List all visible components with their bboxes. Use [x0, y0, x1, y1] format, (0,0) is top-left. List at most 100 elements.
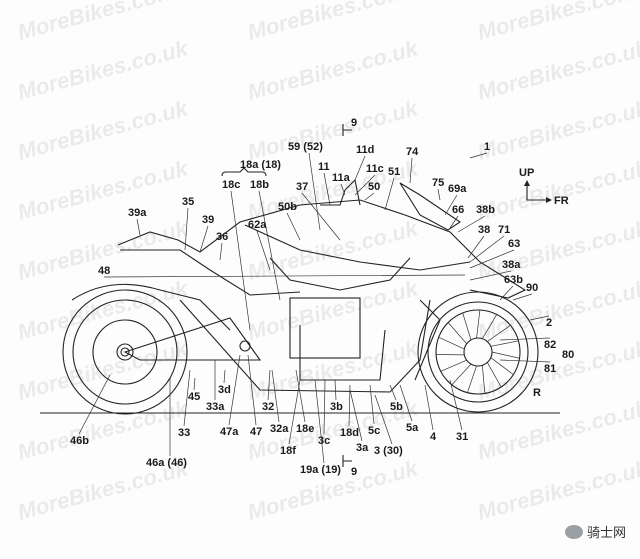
leader-line	[184, 207, 189, 251]
reference-label: 33	[178, 427, 190, 439]
spoke	[440, 359, 467, 372]
leader-line	[444, 194, 458, 216]
reference-label: 38a	[502, 259, 521, 271]
wechat-icon	[564, 524, 583, 539]
leader-line	[384, 177, 395, 211]
reference-label: 18b	[250, 179, 269, 191]
spoke	[481, 365, 486, 394]
leader-line	[469, 152, 488, 159]
reference-label: 4	[430, 431, 437, 443]
watermark: MoreBikes.co.uk	[15, 155, 192, 225]
watermark: MoreBikes.co.uk	[475, 35, 640, 105]
watermark: MoreBikes.co.uk	[245, 335, 422, 405]
leader-line	[301, 192, 341, 241]
leader-line	[449, 379, 463, 431]
reference-label: 3d	[218, 384, 231, 396]
reference-label: 63b	[504, 274, 523, 286]
leader-line	[183, 369, 191, 427]
reference-label: 18e	[296, 423, 314, 435]
leader-line	[469, 249, 515, 269]
up-label: UP	[519, 167, 534, 179]
spoke	[482, 314, 498, 339]
watermark: MoreBikes.co.uk	[15, 335, 192, 405]
leader-line	[437, 188, 441, 201]
leader-line	[288, 379, 301, 445]
section-marker-top: 9	[351, 117, 357, 129]
reference-label: 39a	[128, 207, 147, 219]
reference-label: 45	[188, 391, 200, 403]
reference-label: 37	[296, 181, 308, 193]
spoke	[487, 362, 502, 388]
reference-label: 59 (52)	[288, 141, 323, 153]
ground-label: R	[533, 387, 541, 399]
watermark: MoreBikes.co.uk	[15, 275, 192, 345]
leader-line	[193, 377, 196, 391]
reference-label: 18f	[280, 445, 296, 457]
reference-label: 90	[526, 282, 538, 294]
leader-line	[399, 384, 413, 422]
reference-label: 80	[562, 349, 574, 361]
source-badge-text: 骑士网	[586, 525, 626, 540]
reference-label: 19a (19)	[300, 464, 341, 476]
watermark: MoreBikes.co.uk	[475, 0, 640, 45]
leader-line	[267, 369, 271, 401]
reference-label: 71	[498, 224, 510, 236]
front-wheel	[417, 291, 539, 413]
spoke	[467, 365, 477, 393]
reference-label: 69a	[448, 183, 467, 195]
leader-line	[340, 183, 346, 196]
reference-label: 74	[406, 146, 419, 158]
rear-wheel	[62, 289, 188, 415]
reference-label: 2	[546, 317, 552, 329]
watermark: MoreBikes.co.uk	[475, 455, 640, 525]
watermark: MoreBikes.co.uk	[475, 395, 640, 465]
reference-label: 11	[318, 161, 330, 173]
reference-label: 51	[388, 166, 400, 178]
reference-label: 82	[544, 339, 556, 351]
reference-label: 39	[202, 214, 214, 226]
leader-line	[228, 354, 241, 426]
reference-label: 32a	[270, 423, 289, 435]
leader-line	[247, 354, 257, 426]
watermark: MoreBikes.co.uk	[245, 275, 422, 345]
direction-indicator: UP FR	[519, 167, 569, 207]
brace	[221, 167, 267, 177]
spoke	[438, 336, 465, 350]
leader-line	[271, 369, 280, 423]
leader-line	[258, 190, 281, 301]
spoke	[447, 322, 467, 345]
leader-line	[369, 384, 375, 425]
watermark: MoreBikes.co.uk	[475, 335, 640, 405]
leader-line	[223, 369, 226, 384]
leader-line	[457, 215, 486, 233]
reference-label: 38b	[476, 204, 495, 216]
watermark: MoreBikes.co.uk	[245, 0, 422, 45]
reference-label: 62a	[248, 219, 267, 231]
leader-line	[219, 242, 223, 261]
reference-label: 31	[456, 431, 468, 443]
reference-label: 46a (46)	[146, 457, 187, 469]
leader-line	[424, 384, 434, 431]
reference-label: 47	[250, 426, 262, 438]
leader-line	[323, 379, 326, 435]
watermark: MoreBikes.co.uk	[245, 35, 422, 105]
watermark: MoreBikes.co.uk	[475, 155, 640, 225]
reference-label: 66	[452, 204, 464, 216]
reference-label: 47a	[220, 426, 239, 438]
leader-line	[136, 218, 141, 236]
leader-line	[103, 274, 466, 278]
reference-label: 5a	[406, 422, 419, 434]
body-outline	[71, 178, 527, 393]
source-badge: 骑士网	[564, 522, 626, 541]
reference-label: 18c	[222, 179, 240, 191]
reference-label: 32	[262, 401, 274, 413]
reference-label: 81	[544, 363, 556, 375]
leader-line	[409, 157, 413, 184]
spoke	[462, 312, 472, 340]
section-markers: 9 9	[342, 117, 357, 478]
watermark: MoreBikes.co.uk	[475, 95, 640, 165]
leader-line	[348, 384, 351, 427]
